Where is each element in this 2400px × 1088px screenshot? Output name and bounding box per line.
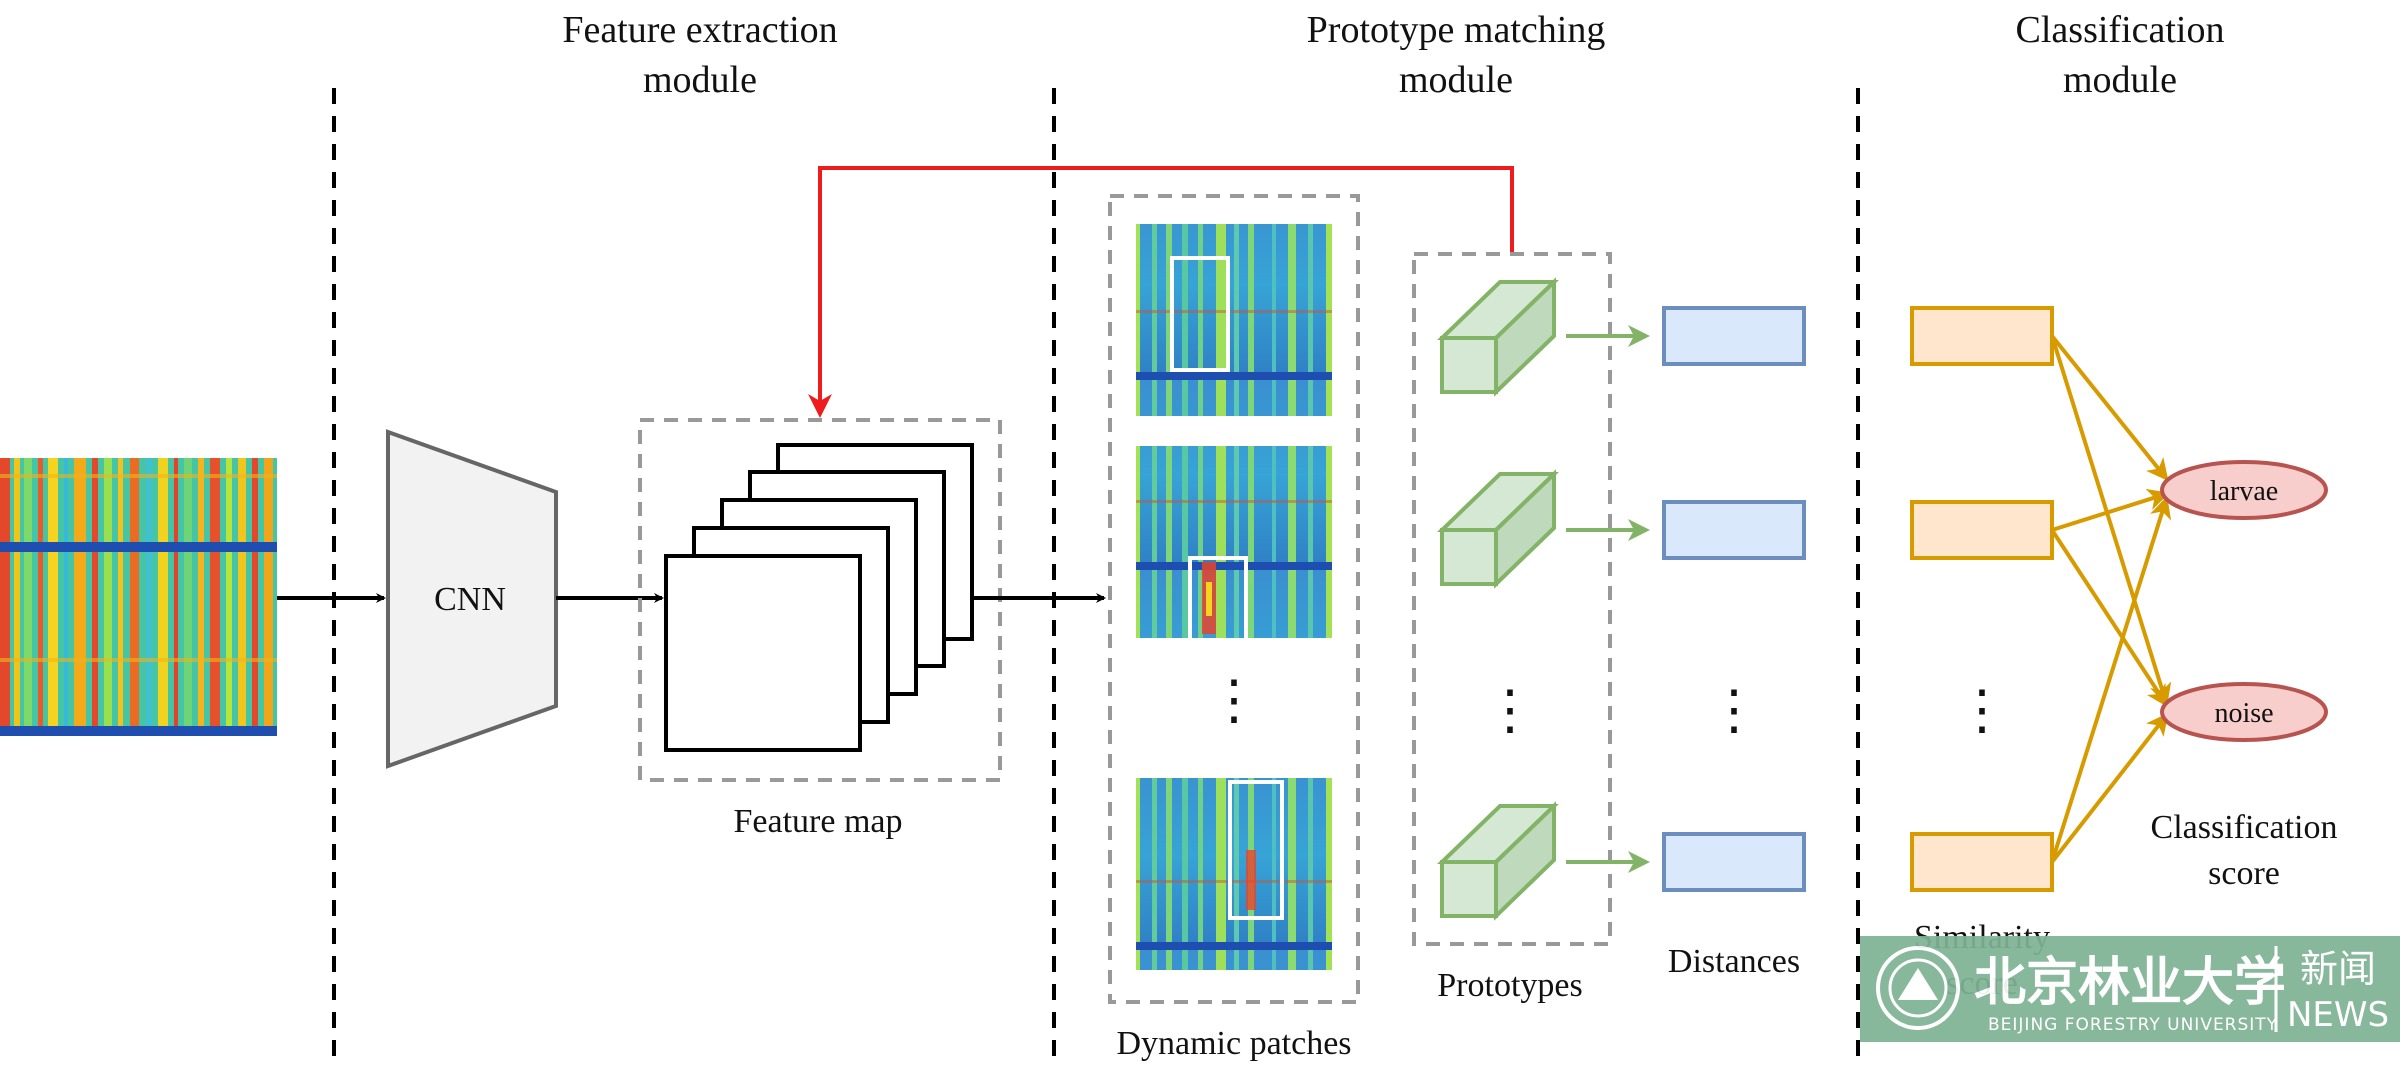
classification-score-label-line1: Classification — [2151, 809, 2338, 846]
classification-title-line2: module — [2063, 59, 2177, 101]
prototype-cube-3 — [1437, 801, 1559, 921]
dynamic-patch-3 — [1136, 778, 1332, 970]
feature-map-label: Feature map — [734, 803, 903, 840]
class-larvae — [2160, 460, 2328, 520]
patch-highlight-3 — [1228, 780, 1284, 920]
watermark: 北京林业大学 BEIJING FORESTRY UNIVERSITY 新闻 NE… — [1860, 936, 2400, 1042]
distances-ellipsis: ⋮ — [1707, 680, 1761, 740]
patch-highlight-1 — [1170, 256, 1230, 372]
distance-box-3 — [1662, 832, 1806, 892]
classification-title-line1: Classification — [2016, 9, 2225, 51]
watermark-university-cn: 北京林业大学 — [1974, 953, 2286, 1013]
dynamic-patch-1 — [1136, 224, 1332, 416]
watermark-news-en: NEWS — [2287, 995, 2389, 1035]
patch-highlight-2 — [1188, 556, 1248, 642]
prototypes-label: Prototypes — [1437, 967, 1582, 1004]
university-seal-icon — [1876, 946, 1960, 1030]
classification-score-label-line2: score — [2208, 855, 2280, 892]
similarity-ellipsis: ⋮ — [1955, 680, 2009, 740]
distance-box-2 — [1662, 500, 1806, 560]
prototype-cube-2 — [1437, 469, 1559, 589]
class-larvae-label: larvae — [2210, 476, 2278, 507]
prototype-matching-title-line2: module — [1399, 59, 1513, 101]
distance-box-1 — [1662, 306, 1806, 366]
input-spectrogram — [0, 458, 277, 736]
class-connections — [2050, 334, 2172, 864]
similarity-box-3 — [1910, 832, 2054, 892]
prototypes-group — [1412, 252, 1612, 946]
similarity-box-1 — [1910, 306, 2054, 366]
feature-map-layer — [664, 554, 862, 752]
prototype-matching-title-line1: Prototype matching — [1307, 9, 1606, 51]
watermark-news-cn: 新闻 — [2300, 947, 2376, 991]
feature-extraction-title-line1: Feature extraction — [562, 9, 837, 51]
class-noise-label: noise — [2214, 698, 2273, 729]
dynamic-patches-label: Dynamic patches — [1116, 1025, 1351, 1062]
watermark-university-en: BEIJING FORESTRY UNIVERSITY — [1988, 1015, 2278, 1035]
dynamic-patch-2 — [1136, 446, 1332, 638]
feedback-arrow — [808, 166, 1514, 418]
cnn-label: CNN — [434, 581, 506, 618]
cnn-block — [386, 429, 558, 769]
feature-extraction-title-line2: module — [643, 59, 757, 101]
prototype-cube-1 — [1437, 277, 1559, 397]
similarity-box-2 — [1910, 500, 2054, 560]
distances-label: Distances — [1668, 943, 1800, 980]
prototypes-ellipsis: ⋮ — [1483, 680, 1537, 740]
dynamic-patches-group — [1108, 194, 1360, 1004]
patches-ellipsis: ⋮ — [1207, 670, 1261, 730]
class-noise — [2160, 682, 2328, 742]
